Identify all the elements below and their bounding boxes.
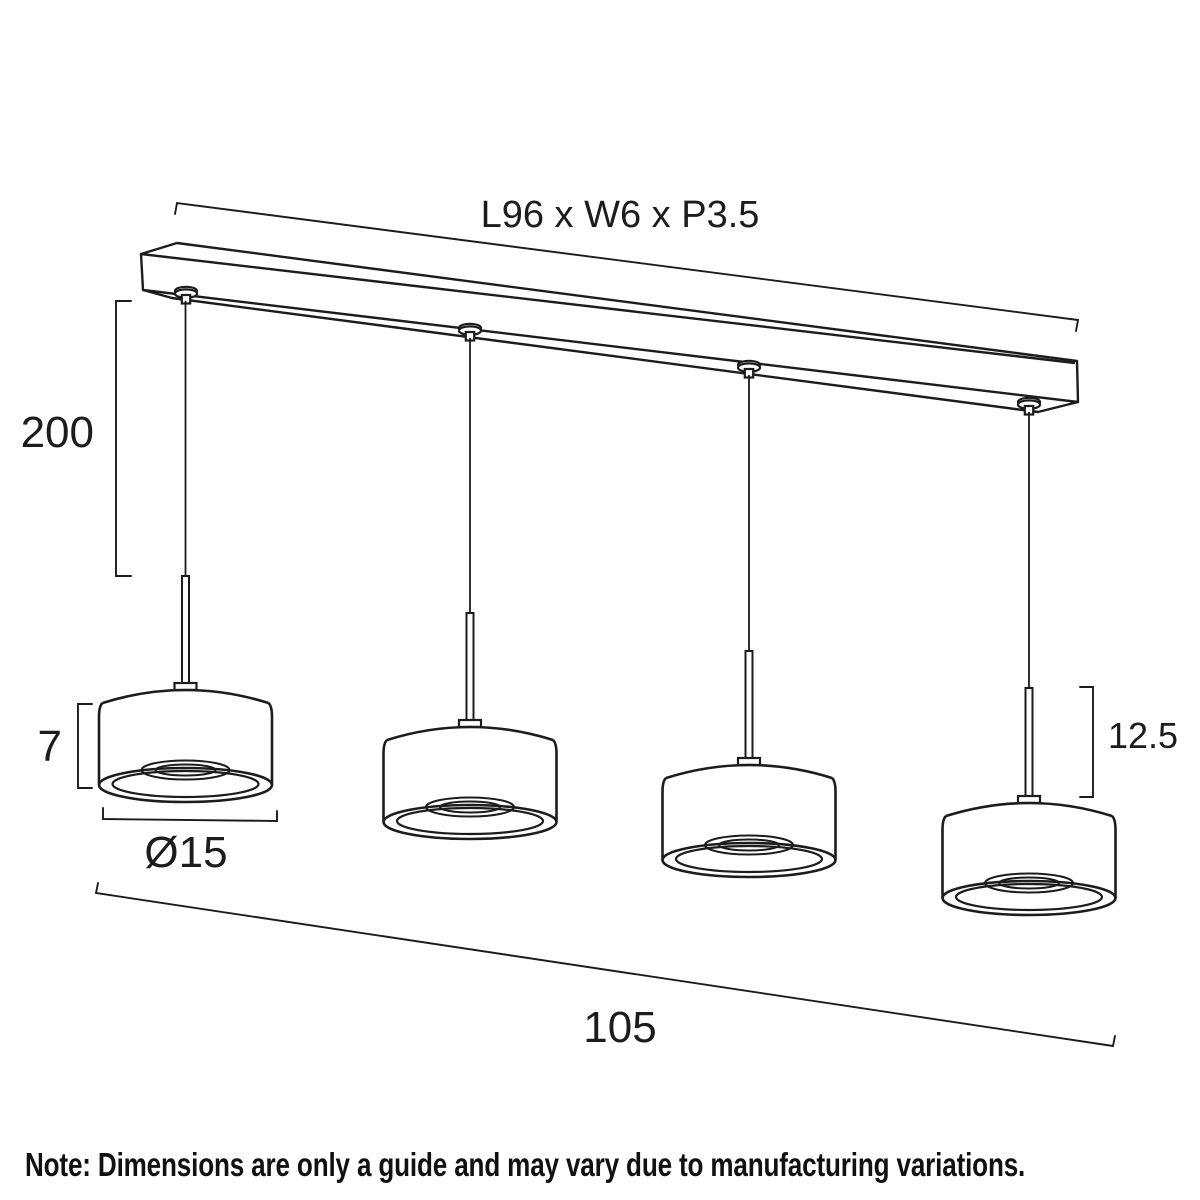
stem-2: [465, 612, 475, 722]
note-text: Note: Dimensions are only a guide and ma…: [25, 1146, 1026, 1183]
overall-length-label: 105: [583, 1003, 656, 1052]
suspension-cords: [184, 301, 1030, 688]
screw-3: [736, 359, 762, 379]
shade-height-bracket: [77, 703, 93, 789]
shade-3: [661, 756, 837, 879]
shade-2: [382, 718, 558, 841]
canopy-underside-edge: [142, 288, 1079, 414]
canopy-bar: [139, 241, 1080, 414]
canopy-dimension-line: [174, 201, 1080, 332]
screw-4: [1016, 396, 1042, 416]
shade-4: [941, 794, 1117, 917]
stem-length-bracket: [1079, 686, 1094, 798]
pendant-stems: [181, 575, 1034, 798]
stem-1: [181, 575, 190, 685]
pendant-shades: [97, 681, 1117, 917]
diameter-dimension-line: [102, 807, 278, 822]
shade-1: [97, 681, 274, 804]
screw-2: [457, 322, 483, 342]
canopy-size-label: L96 x W6 x P3.5: [481, 194, 760, 236]
screw-1: [173, 285, 199, 305]
shade-diameter-label: Ø15: [144, 828, 227, 877]
canopy-top-front-edge: [140, 252, 1076, 365]
stem-4: [1024, 687, 1034, 798]
dimension-lines: [77, 201, 1116, 1048]
overall-length-line: [94, 882, 1116, 1048]
canopy-outline: [139, 241, 1080, 404]
shade-height-label: 7: [38, 722, 62, 771]
stem-length-label: 12.5: [1108, 715, 1178, 756]
stem-3: [744, 650, 754, 760]
drop-height-label: 200: [21, 408, 94, 457]
drop-dimension-bracket: [115, 300, 132, 577]
cord-screws: [173, 285, 1042, 416]
